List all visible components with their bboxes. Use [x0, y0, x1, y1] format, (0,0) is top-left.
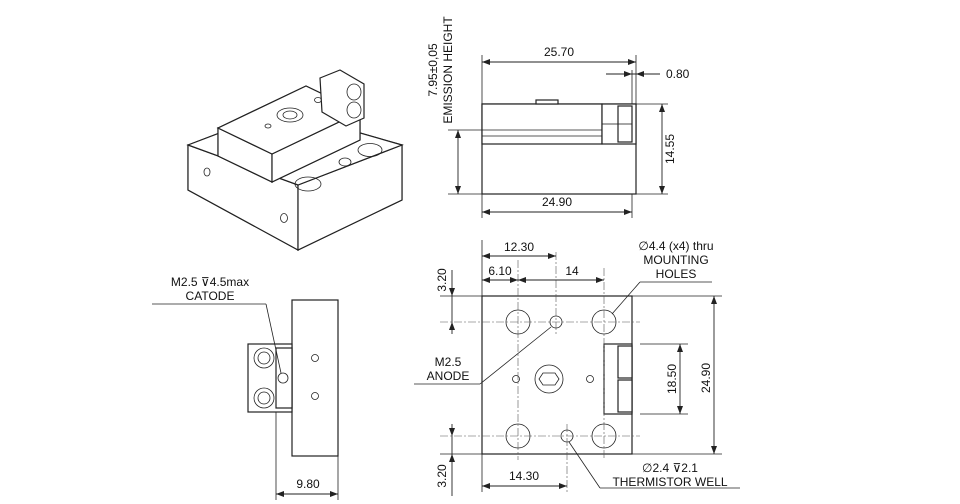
- connector-pin-1: [346, 83, 362, 101]
- end-pin-1-outer: [253, 347, 275, 369]
- callout-mounting-holes-line1: ∅4.4 (x4) thru: [638, 239, 713, 253]
- end-body: [291, 299, 339, 457]
- leader-anode: [479, 326, 552, 385]
- end-hole-1: [311, 354, 319, 362]
- leader-thermistor: [568, 441, 601, 489]
- catode-hole: [277, 372, 289, 384]
- connector-pin-2: [346, 101, 362, 119]
- isometric-view: [186, 69, 404, 252]
- center-screw-inner: [282, 110, 298, 120]
- plan-connector-pin-1: [617, 345, 633, 379]
- plan-small-hole-right: [586, 375, 594, 383]
- center-screw-outer: [276, 107, 304, 123]
- dim-top-offset: 0.80: [666, 67, 690, 81]
- dim-bottom-edge: 3.20: [435, 464, 449, 488]
- dim-hole-offset-x: 6.10: [488, 264, 512, 278]
- dim-thermistor-x: 14.30: [509, 469, 539, 483]
- base-side-hole: [203, 167, 211, 177]
- callout-catode-line2: CATODE: [186, 289, 235, 303]
- leader-mounting-holes: [611, 281, 641, 315]
- dim-overall-height: 24.90: [699, 363, 713, 393]
- dim-hole-spacing-y: 18.50: [665, 364, 679, 394]
- emission-height-value: 7.95±0,05: [426, 43, 440, 97]
- side-elevation-view: 25.70 0.80 14.55 24.90 7.95±0,05 EMISSIO…: [426, 16, 690, 218]
- dim-top-length: 25.70: [544, 45, 574, 59]
- callout-thermistor-line2: THERMISTOR WELL: [612, 475, 727, 489]
- end-view: M2.5 ⊽4.5max CATODE 9.80: [152, 275, 339, 500]
- callout-anode-line1: M2.5: [435, 355, 462, 369]
- side-upper-body: [481, 103, 603, 145]
- dim-hole-pitch: 14: [565, 264, 579, 278]
- center-screw-hex: [538, 372, 560, 386]
- center-screw: [534, 364, 564, 394]
- leader-catode: [265, 303, 282, 374]
- base-front-hole: [280, 213, 288, 223]
- end-pin-2-inner: [257, 391, 271, 405]
- callout-mounting-holes-line3: HOLES: [656, 267, 697, 281]
- callout-catode-line1: M2.5 ⊽4.5max: [171, 275, 249, 289]
- dim-side-width: 9.80: [296, 477, 320, 491]
- dim-top-edge: 3.20: [435, 268, 449, 292]
- plan-connector-pin-2: [617, 379, 633, 413]
- callout-thermistor-line1: ∅2.4 ⊽2.1: [642, 461, 698, 475]
- end-pin-1-inner: [257, 351, 271, 365]
- plan-small-hole-left: [512, 375, 520, 383]
- dim-hole-spacing-x: 12.30: [504, 240, 534, 254]
- mount-small-hole-2: [264, 123, 272, 129]
- callout-mounting-holes-line2: MOUNTING: [643, 253, 708, 267]
- end-hole-2: [311, 392, 319, 400]
- emission-height-label: EMISSION HEIGHT: [441, 16, 455, 124]
- plan-view: 12.30 6.10 14 3.20 18.50 24.90 3.20: [414, 239, 740, 496]
- mounting-hole-iso-2: [357, 143, 383, 157]
- mounting-hole-iso-1: [294, 176, 322, 192]
- end-connector-flange: [275, 347, 293, 409]
- dim-bottom-length: 24.90: [542, 195, 572, 209]
- side-top-tab: [535, 99, 559, 105]
- small-hole-iso-1: [338, 157, 352, 167]
- dim-side-height: 14.55: [663, 134, 677, 164]
- callout-anode-line2: ANODE: [427, 369, 470, 383]
- end-pin-2-outer: [253, 387, 275, 409]
